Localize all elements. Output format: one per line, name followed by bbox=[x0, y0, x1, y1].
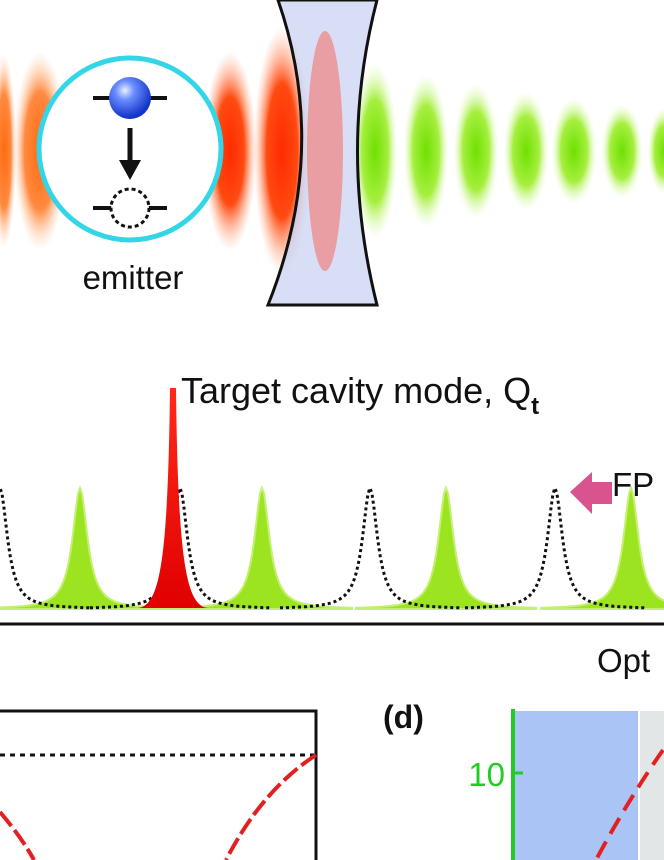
fp-mode-peak bbox=[89, 483, 271, 610]
emitter-label: emitter bbox=[83, 259, 184, 296]
output-field-green bbox=[353, 65, 664, 237]
concave-mirror bbox=[265, 0, 379, 307]
emitter bbox=[36, 55, 224, 243]
field-lobe-green bbox=[404, 76, 448, 226]
region-blue bbox=[513, 711, 639, 860]
optical-frequency-axis-label: Opt bbox=[597, 642, 650, 679]
field-lobe-red bbox=[0, 55, 16, 247]
field-lobe-green bbox=[353, 65, 397, 237]
green-mode-peak bbox=[171, 484, 353, 610]
red-curve-right bbox=[224, 753, 318, 860]
red-curve-left bbox=[0, 810, 36, 860]
fp-mode-peak bbox=[279, 483, 461, 610]
panel-d-label: (d) bbox=[383, 699, 424, 735]
mirror-field-overlap bbox=[307, 31, 343, 271]
cavity-field-schematic: emitter bbox=[0, 0, 664, 307]
y-tick-label: 10 bbox=[468, 756, 505, 793]
field-lobe-green bbox=[602, 105, 642, 197]
green-mode-peak bbox=[0, 484, 171, 610]
region-gray bbox=[639, 711, 664, 860]
panel-c-partial bbox=[0, 709, 318, 860]
target-mode-label: Target cavity mode, Qt bbox=[181, 370, 539, 420]
plot-frame bbox=[0, 709, 318, 860]
target-cavity-peak bbox=[138, 388, 208, 608]
transition-arrowhead bbox=[119, 160, 141, 180]
cavity-modes-green bbox=[0, 484, 664, 610]
field-lobe-green bbox=[648, 109, 664, 193]
field-lobe-red bbox=[204, 53, 256, 249]
red-dashed-curve bbox=[594, 748, 664, 860]
field-lobe-green bbox=[504, 93, 548, 209]
ground-state-empty bbox=[109, 187, 151, 229]
fp-shift-arrow bbox=[570, 472, 612, 514]
green-mode-peak bbox=[540, 484, 664, 610]
excited-electron bbox=[109, 77, 151, 119]
green-mode-peak bbox=[355, 484, 537, 610]
fp-mode-peak bbox=[464, 483, 646, 610]
field-lobe-green bbox=[552, 99, 596, 203]
panel-d-partial: (d) 10 bbox=[383, 699, 664, 860]
spectrum-schematic: Target cavity mode, Qt FP Opt bbox=[0, 370, 664, 679]
field-lobe-green bbox=[454, 85, 498, 217]
fp-modes-dotted bbox=[0, 483, 646, 610]
